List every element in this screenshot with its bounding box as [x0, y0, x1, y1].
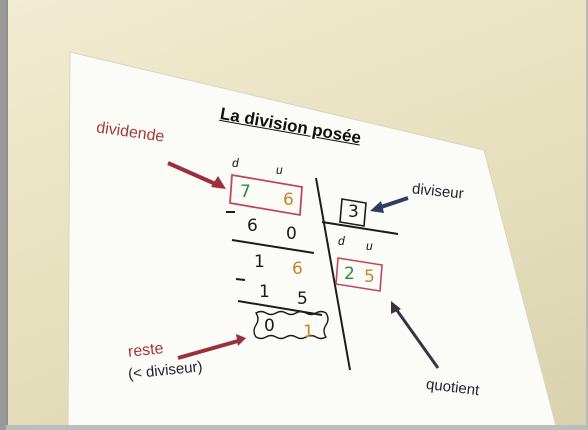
reste-arrow — [177, 339, 239, 360]
subtract1-tens: 6 — [247, 216, 258, 236]
remainder1-tens: 1 — [254, 252, 265, 272]
subtract2-units: 5 — [297, 289, 308, 309]
subtract1-units: 0 — [286, 224, 297, 244]
dividend-units: 6 — [283, 190, 294, 210]
place-value-u: u — [276, 163, 283, 177]
quotient-units: 5 — [364, 267, 375, 287]
divisor-box — [339, 198, 367, 227]
remainder1-units: 6 — [292, 259, 303, 279]
division-vertical-line — [315, 177, 351, 371]
place-value-d: d — [232, 156, 239, 170]
quotient-place-u: u — [366, 239, 373, 253]
remainder-final-units: 1 — [303, 322, 314, 342]
quotient-arrow — [394, 308, 440, 369]
quotient-box — [335, 257, 383, 292]
subtract2-tens: 1 — [259, 282, 270, 302]
left-edge-strip — [0, 0, 8, 430]
subtraction-line-1 — [231, 239, 315, 254]
quotient-tens: 2 — [344, 264, 355, 284]
subtraction-line-2 — [237, 300, 323, 316]
dividend-box — [229, 173, 303, 217]
divisor-underline — [321, 221, 399, 235]
dividende-arrow — [167, 161, 221, 188]
quotient-place-d: d — [338, 234, 345, 248]
diviseur-arrow — [377, 196, 409, 210]
dividend-tens: 7 — [240, 182, 251, 202]
label-reste: reste — [127, 340, 165, 361]
divisor-value: 3 — [348, 202, 359, 222]
remainder-final-tens: 0 — [264, 316, 275, 336]
remainder-box — [253, 310, 329, 340]
